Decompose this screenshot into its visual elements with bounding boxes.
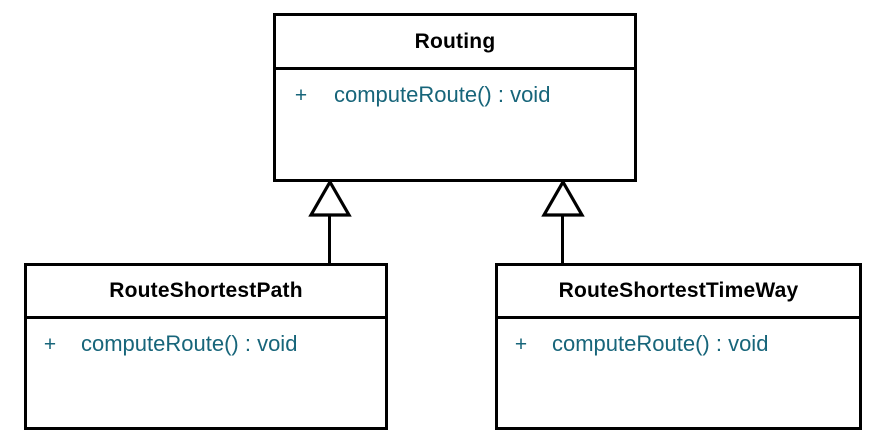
operation-signature: computeRoute() : void (81, 331, 298, 356)
generalization-line-left (328, 214, 331, 266)
uml-class-routeshortestpath[interactable]: RouteShortestPath + computeRoute() : voi… (24, 263, 388, 430)
operation-signature: computeRoute() : void (552, 331, 769, 356)
uml-operation-row[interactable]: + computeRoute() : void (27, 331, 385, 358)
uml-operation-row[interactable]: + computeRoute() : void (498, 331, 859, 358)
uml-class-title-text: RouteShortestTimeWay (558, 279, 799, 302)
uml-operations-compartment-routeshortestpath: + computeRoute() : void (27, 319, 385, 358)
uml-class-name-routeshortesttimeway: RouteShortestTimeWay (498, 266, 859, 319)
uml-operations-compartment-routing: + computeRoute() : void (276, 70, 634, 109)
uml-class-routing[interactable]: Routing + computeRoute() : void (273, 13, 637, 182)
generalization-line-right (561, 214, 564, 266)
uml-class-title-text: Routing (414, 29, 496, 53)
uml-class-name-routing: Routing (276, 16, 634, 70)
visibility-marker: + (43, 333, 57, 356)
uml-operation-row[interactable]: + computeRoute() : void (276, 82, 634, 109)
uml-class-routeshortesttimeway[interactable]: RouteShortestTimeWay + computeRoute() : … (495, 263, 862, 430)
operation-signature: computeRoute() : void (334, 82, 551, 107)
hollow-triangle-arrowhead-left (308, 178, 352, 217)
visibility-marker: + (514, 333, 528, 356)
uml-class-name-routeshortestpath: RouteShortestPath (27, 266, 385, 319)
visibility-marker: + (294, 84, 308, 107)
hollow-triangle-arrowhead-right (541, 178, 585, 217)
uml-class-title-text: RouteShortestPath (109, 279, 303, 302)
uml-operations-compartment-routeshortesttimeway: + computeRoute() : void (498, 319, 859, 358)
